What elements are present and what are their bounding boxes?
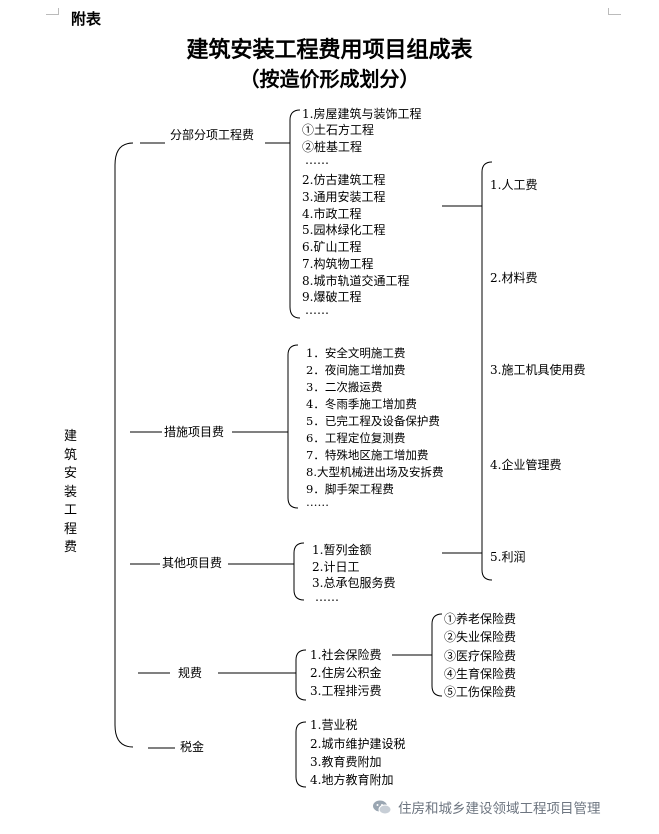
list-item: 2.住房公积金 [310,666,382,680]
list-item: 4.地方教育附加 [310,773,394,787]
list-item: 2.仿古建筑工程 [302,173,386,187]
list-item: 8.城市轨道交通工程 [302,274,410,288]
watermark: 住房和城乡建设领域工程项目管理 [372,797,601,817]
list-item: ①养老保险费 [444,612,517,626]
root-label: 建筑安装工程费 [64,429,78,555]
list-item: 5．已完工程及设备保护费 [306,414,440,428]
list-item: 4．冬雨季施工增加费 [306,397,417,411]
brace-social-insurance [431,613,443,697]
list-item: 4.市政工程 [302,207,362,221]
cost-component: 5.利润 [490,550,526,564]
category-label-4: 规费 [178,666,203,680]
list-item: 9．脚手架工程费 [306,482,394,496]
list-item: ④生育保险费 [444,667,517,681]
watermark-text: 住房和城乡建设领域工程项目管理 [398,801,601,817]
list-item: 3.工程排污费 [310,684,382,698]
category-label-5: 税金 [180,740,205,754]
category-label-1: 分部分项工程费 [170,128,255,142]
list-item: 3．二次搬运费 [306,380,383,394]
category-label-2: 措施项目费 [164,425,225,439]
list-item: 3.总承包服务费 [312,576,396,590]
brace-category-4 [295,649,307,701]
list-item: …… [306,495,329,509]
list-item: ①土石方工程 [302,123,375,137]
list-item: 1.房屋建筑与装饰工程 [302,107,422,121]
brace-category-1 [289,109,301,319]
list-item: 1.营业税 [310,718,358,732]
page-title: 建筑安装工程费用项目组成表 [186,37,473,63]
category-label-3: 其他项目费 [162,556,223,570]
brace-category-5 [295,721,307,788]
corner-mark-top-left [46,8,59,15]
page-subtitle: （按造价形成划分） [239,67,420,91]
list-item: 2.城市维护建设税 [310,737,406,751]
list-item: 1.暂列金额 [312,543,372,557]
list-item: …… [305,303,329,317]
cost-component: 1.人工费 [490,178,538,192]
list-item: ③医疗保险费 [444,649,517,663]
list-item: 7.构筑物工程 [302,257,374,271]
corner-mark-top-right [608,8,621,15]
brace-cost-components [481,161,493,581]
list-item: ②桩基工程 [302,140,363,154]
list-item: 1．安全文明施工费 [306,346,406,360]
list-item: ⑤工伤保险费 [444,685,517,699]
wechat-icon [373,800,392,814]
cost-component: 2.材料费 [490,271,538,285]
brace-category-2 [287,344,299,509]
list-item: 9.爆破工程 [302,290,362,304]
list-item: 5.园林绿化工程 [302,223,386,237]
list-item: 3.通用安装工程 [302,190,386,204]
list-item: 3.教育费附加 [310,755,382,769]
list-item: 2.计日工 [312,560,360,574]
appendix-label: 附表 [71,10,102,28]
list-item: 8.大型机械进出场及安拆费 [306,465,444,479]
list-item: …… [315,590,339,604]
list-item: 2．夜间施工增加费 [306,363,406,377]
list-item: ②失业保险费 [444,630,517,644]
list-item: 7．特殊地区施工增加费 [306,448,429,462]
cost-component: 3.施工机具使用费 [490,363,586,377]
list-item: 1.社会保险费 [310,648,382,662]
list-item: …… [305,153,329,167]
list-item: 6.矿山工程 [302,240,362,254]
brace-category-3 [293,542,305,601]
root-brace [114,142,134,748]
cost-component: 4.企业管理费 [490,458,562,472]
list-item: 6．工程定位复测费 [306,431,406,445]
